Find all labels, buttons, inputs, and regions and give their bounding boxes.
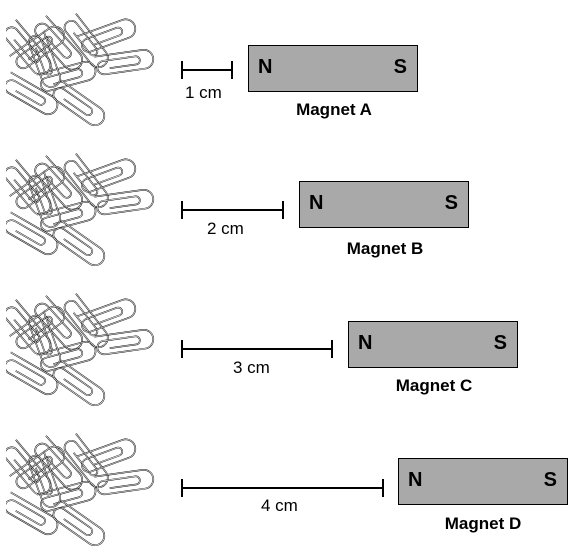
- distance-label: 1 cm: [185, 83, 222, 102]
- paper-clips-icon: [6, 288, 176, 406]
- south-pole-label: S: [493, 332, 507, 354]
- magnet-name: Magnet D: [444, 514, 522, 533]
- distance-label: 2 cm: [207, 219, 244, 238]
- distance-label: 4 cm: [261, 496, 298, 515]
- magnet-bar: N S: [299, 181, 469, 228]
- paper-clips-icon: [6, 148, 176, 266]
- magnet-row-b: 2 cm N S Magnet B: [0, 140, 578, 270]
- magnet-bar: N S: [348, 321, 518, 368]
- distance-ruler: [181, 201, 284, 219]
- magnet-bar: N S: [248, 45, 418, 92]
- distance-ruler: [181, 479, 384, 497]
- magnet-row-a: 1 cm N S Magnet A: [0, 0, 578, 130]
- south-pole-label: S: [444, 192, 458, 214]
- north-pole-label: N: [358, 332, 373, 354]
- north-pole-label: N: [408, 469, 423, 491]
- north-pole-label: N: [309, 192, 324, 214]
- distance-ruler: [181, 340, 333, 358]
- magnet-bar: N S: [398, 458, 568, 505]
- paper-clips-icon: [6, 8, 176, 126]
- paper-clips-icon: [6, 428, 176, 546]
- magnet-row-c: 3 cm N S Magnet C: [0, 280, 578, 410]
- magnet-name: Magnet B: [346, 239, 424, 258]
- north-pole-label: N: [258, 56, 273, 78]
- magnet-name: Magnet A: [296, 100, 372, 119]
- magnet-name: Magnet C: [395, 376, 473, 395]
- distance-label: 3 cm: [233, 358, 270, 377]
- magnet-row-d: 4 cm N S Magnet D: [0, 420, 578, 550]
- south-pole-label: S: [543, 469, 557, 491]
- south-pole-label: S: [393, 56, 407, 78]
- distance-ruler: [181, 61, 233, 79]
